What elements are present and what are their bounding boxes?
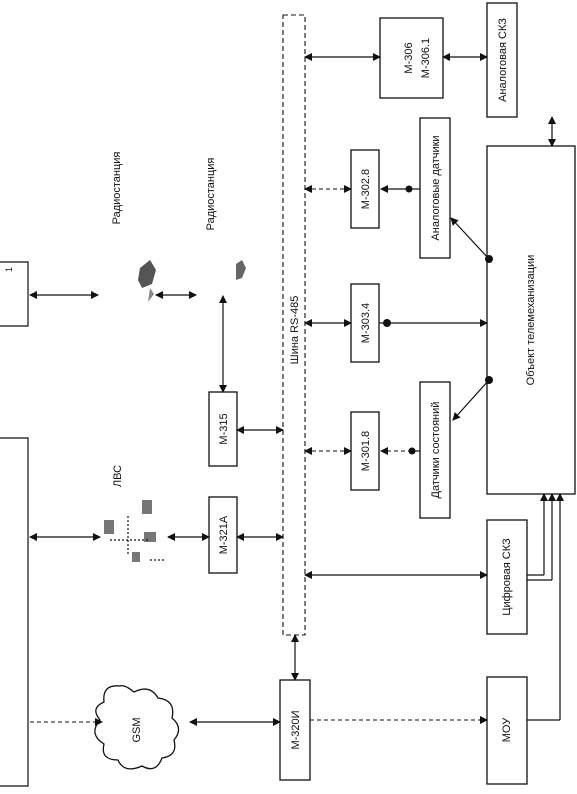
radio-station-1: Радиостанция [111,152,156,302]
svg-text:М-320И: М-320И [290,710,302,749]
svg-text:М-301.8: М-301.8 [360,431,372,471]
module-m306: М-306 М-306.1 [379,17,444,99]
block-mou: МОУ [486,676,528,785]
module-m320i: М-320И [279,679,311,781]
svg-text:М-315: М-315 [218,413,230,444]
bus-label: Шина RS-485 [289,296,301,365]
block-telemech-object: Объект телемеханизации [486,145,576,495]
m306-label: М-306 [403,42,415,73]
module-m302-8: М-302.8 [350,149,380,229]
svg-text:GSM: GSM [131,717,143,742]
lan-cloud: ЛВС [104,465,164,562]
svg-text:Радиостанция: Радиостанция [111,152,123,225]
svg-text:Радиостанция: Радиостанция [205,158,217,231]
svg-text:М-302.8: М-302.8 [360,169,372,209]
svg-text:Аналоговые датчики: Аналоговые датчики [430,135,442,240]
svg-text:Цифровая СКЗ: Цифровая СКЗ [501,538,513,616]
module-m315: М-315 [208,391,238,467]
svg-text:М-321А: М-321А [218,515,230,554]
svg-text:ЛВС: ЛВС [112,465,124,487]
svg-text:МОУ: МОУ [501,717,513,742]
m306-1-label: М-306.1 [420,38,432,78]
block-analog-skz: Аналоговая СКЗ [486,2,518,118]
connectors [29,53,564,726]
gsm-cloud: GSM [94,684,180,770]
module-m321a: М-321А [208,496,238,574]
module-m303-4: М-303.4 [350,283,380,363]
left-server-boxes: 1 [0,261,29,787]
svg-text:Аналоговая СКЗ: Аналоговая СКЗ [497,18,509,102]
block-analog-sensors: Аналоговые датчики [419,117,451,259]
block-state-sensors: Датчики состояний [419,381,451,519]
svg-text:Объект телемеханизации: Объект телемеханизации [525,255,537,386]
module-m301-8: М-301.8 [350,411,380,491]
svg-text:1: 1 [4,267,14,272]
block-digital-skz: Цифровая СКЗ [486,519,528,635]
radio-station-2: Радиостанция [205,158,246,280]
svg-text:Датчики состояний: Датчики состояний [430,402,442,499]
svg-text:М-303.4: М-303.4 [360,303,372,343]
rs485-bus: Шина RS-485 [282,14,306,636]
